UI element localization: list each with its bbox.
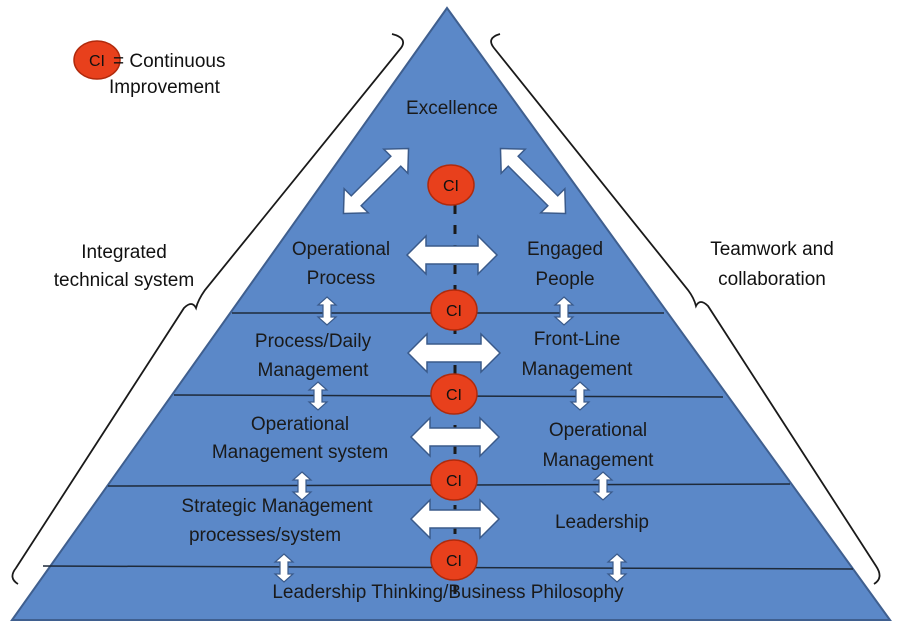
- horizontal-arrow: [405, 234, 499, 276]
- vertical-arrow: [307, 381, 329, 411]
- vertical-arrow: [273, 553, 295, 583]
- level2-left-label-line2: Management: [258, 360, 370, 381]
- diagonal-arrow-right: [499, 147, 567, 215]
- legend-ci-symbol: [73, 40, 121, 80]
- ci-marker: CI: [430, 459, 478, 501]
- ci-marker: CI: [427, 164, 475, 206]
- legend-ci-text: CI: [89, 53, 105, 70]
- horizontal-arrow: [409, 416, 501, 458]
- svg-text:CI: CI: [446, 303, 462, 320]
- vertical-arrow: [592, 471, 614, 501]
- vertical-arrow: [606, 553, 628, 583]
- level1-left-label-line1: Operational: [292, 239, 390, 260]
- vertical-arrow: [316, 296, 338, 326]
- level2-right-label-line2: Management: [522, 359, 634, 380]
- legend-text-line2: Improvement: [109, 77, 221, 98]
- left-side-label-line1: Integrated: [81, 242, 167, 263]
- level4-left-label-line2: processes/system: [189, 525, 341, 546]
- level3-right-label-line1: Operational: [549, 420, 647, 441]
- right-side-label-line2: collaboration: [718, 269, 826, 290]
- left-side-label-line2: technical system: [54, 270, 194, 291]
- right-brace: [490, 33, 881, 585]
- level3-left-label-line2: Management system: [212, 442, 388, 463]
- ci-marker: CI: [430, 539, 478, 581]
- right-side-label-line1: Teamwork and: [710, 239, 834, 260]
- foundation-label: Leadership Thinking/Business Philosophy: [272, 582, 624, 603]
- level3-right-label-line2: Management: [543, 450, 655, 471]
- vertical-arrow: [569, 381, 591, 411]
- diagonal-arrow-left: [342, 147, 410, 215]
- svg-text:CI: CI: [446, 387, 462, 404]
- horizontal-arrow: [409, 498, 501, 540]
- level1-right-label-line1: Engaged: [527, 239, 603, 260]
- level2-left-label-line1: Process/Daily: [255, 331, 372, 352]
- legend-text-line1: = Continuous: [113, 51, 226, 72]
- vertical-arrow: [553, 296, 575, 326]
- level4-left-label-line1: Strategic Management: [181, 496, 373, 517]
- level3-left-label-line1: Operational: [251, 414, 349, 435]
- vertical-arrow: [291, 471, 313, 501]
- svg-text:CI: CI: [446, 553, 462, 570]
- ci-marker: CI: [430, 373, 478, 415]
- left-brace: [11, 33, 404, 585]
- horizontal-arrow: [406, 332, 502, 374]
- svg-text:CI: CI: [443, 178, 459, 195]
- level1-right-label-line2: People: [535, 269, 594, 290]
- svg-text:CI: CI: [446, 473, 462, 490]
- ci-marker: CI: [430, 289, 478, 331]
- level1-left-label-line2: Process: [307, 268, 376, 289]
- level2-right-label-line1: Front-Line: [534, 329, 621, 350]
- apex-excellence-label: Excellence: [406, 98, 498, 119]
- level4-right-label: Leadership: [555, 512, 649, 533]
